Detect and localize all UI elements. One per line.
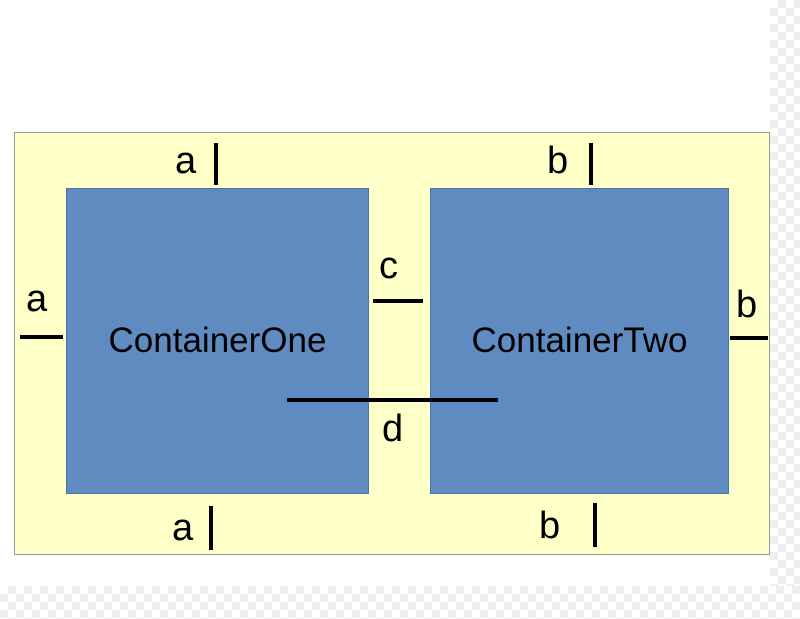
transparency-checker-bottom (0, 586, 800, 619)
container-two: ContainerTwo (430, 188, 729, 494)
margin-b-bottom-marker (593, 503, 597, 547)
span-d-marker (287, 398, 498, 402)
margin-a-bottom-label: a (172, 507, 194, 549)
gap-c-label: c (379, 245, 398, 287)
gap-c-marker (373, 299, 423, 303)
container-two-label: ContainerTwo (471, 321, 688, 360)
margin-b-right-label: b (736, 284, 758, 326)
margin-b-bottom-label: b (539, 505, 561, 547)
margin-b-top-label: b (547, 140, 569, 182)
transparency-checker-right (770, 0, 800, 619)
container-one-label: ContainerOne (108, 321, 327, 360)
container-one: ContainerOne (66, 188, 369, 494)
margin-a-left-label: a (26, 278, 48, 320)
margin-b-top-marker (589, 143, 593, 185)
span-d-label: d (382, 408, 404, 450)
margin-b-right-marker (730, 336, 768, 340)
margin-a-top-marker (214, 143, 218, 185)
margin-a-left-marker (20, 335, 63, 339)
margin-a-top-label: a (175, 140, 197, 182)
margin-a-bottom-marker (209, 506, 213, 550)
